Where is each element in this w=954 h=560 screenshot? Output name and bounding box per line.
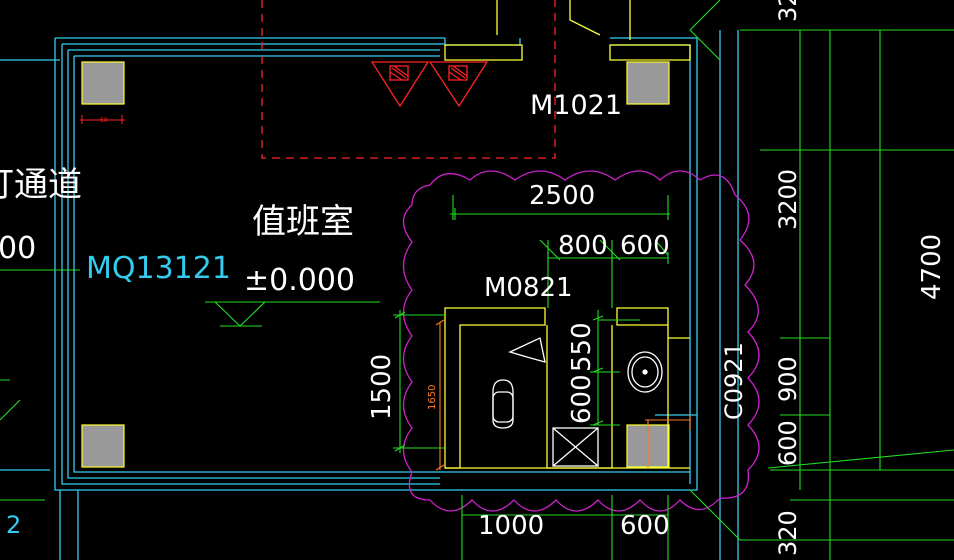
interior-walls bbox=[444, 0, 691, 469]
dim-600-vertical: 600 bbox=[567, 374, 597, 424]
left-dim-fragment: 00 bbox=[0, 231, 36, 266]
sink-fixture bbox=[627, 351, 663, 393]
small-dimension-red: 50 bbox=[80, 115, 125, 124]
door-tag-top: M1021 bbox=[530, 90, 622, 121]
triangle-markers bbox=[370, 61, 489, 108]
dim-right-3200: 3200 bbox=[774, 169, 802, 230]
curtain-wall-tag: MQ13121 bbox=[86, 251, 231, 286]
dim-1000: 1000 bbox=[478, 511, 544, 541]
door-tag-inner: M0821 bbox=[484, 273, 573, 303]
room-elevation: ±0.000 bbox=[244, 263, 355, 298]
dim-right-600: 600 bbox=[774, 420, 802, 466]
left-bottom-fragment: 2 bbox=[6, 511, 21, 539]
dim-1500: 1500 bbox=[367, 354, 397, 420]
plumbing-fixtures bbox=[492, 337, 663, 467]
dim-right-320-top: 320 bbox=[774, 0, 802, 22]
door-swing bbox=[508, 337, 546, 363]
corridor-label: 订通道 bbox=[0, 165, 82, 205]
dim-600-top: 600 bbox=[620, 231, 670, 261]
window-tag: C0921 bbox=[720, 342, 748, 420]
orange-dimension bbox=[435, 319, 691, 471]
dim-right-320-bottom: 320 bbox=[774, 510, 802, 556]
dim-right-4700: 4700 bbox=[917, 234, 947, 300]
dim-1650: 1650 bbox=[427, 385, 438, 410]
columns bbox=[81, 61, 670, 468]
toilet-fixture bbox=[492, 379, 514, 429]
dim-800: 800 bbox=[558, 231, 608, 261]
column-top-right bbox=[626, 61, 670, 105]
room-name: 值班室 bbox=[252, 202, 354, 242]
revision-cloud bbox=[402, 170, 760, 512]
column-top-left bbox=[81, 61, 125, 105]
column-bottom-left bbox=[81, 424, 125, 468]
svg-text:50: 50 bbox=[100, 117, 108, 124]
dim-2500: 2500 bbox=[529, 181, 595, 211]
dim-right-900: 900 bbox=[774, 356, 802, 402]
wall-lines bbox=[0, 30, 739, 560]
dim-600-bottom: 600 bbox=[620, 511, 670, 541]
shower-drain bbox=[552, 427, 599, 467]
dim-550: 550 bbox=[567, 322, 597, 372]
